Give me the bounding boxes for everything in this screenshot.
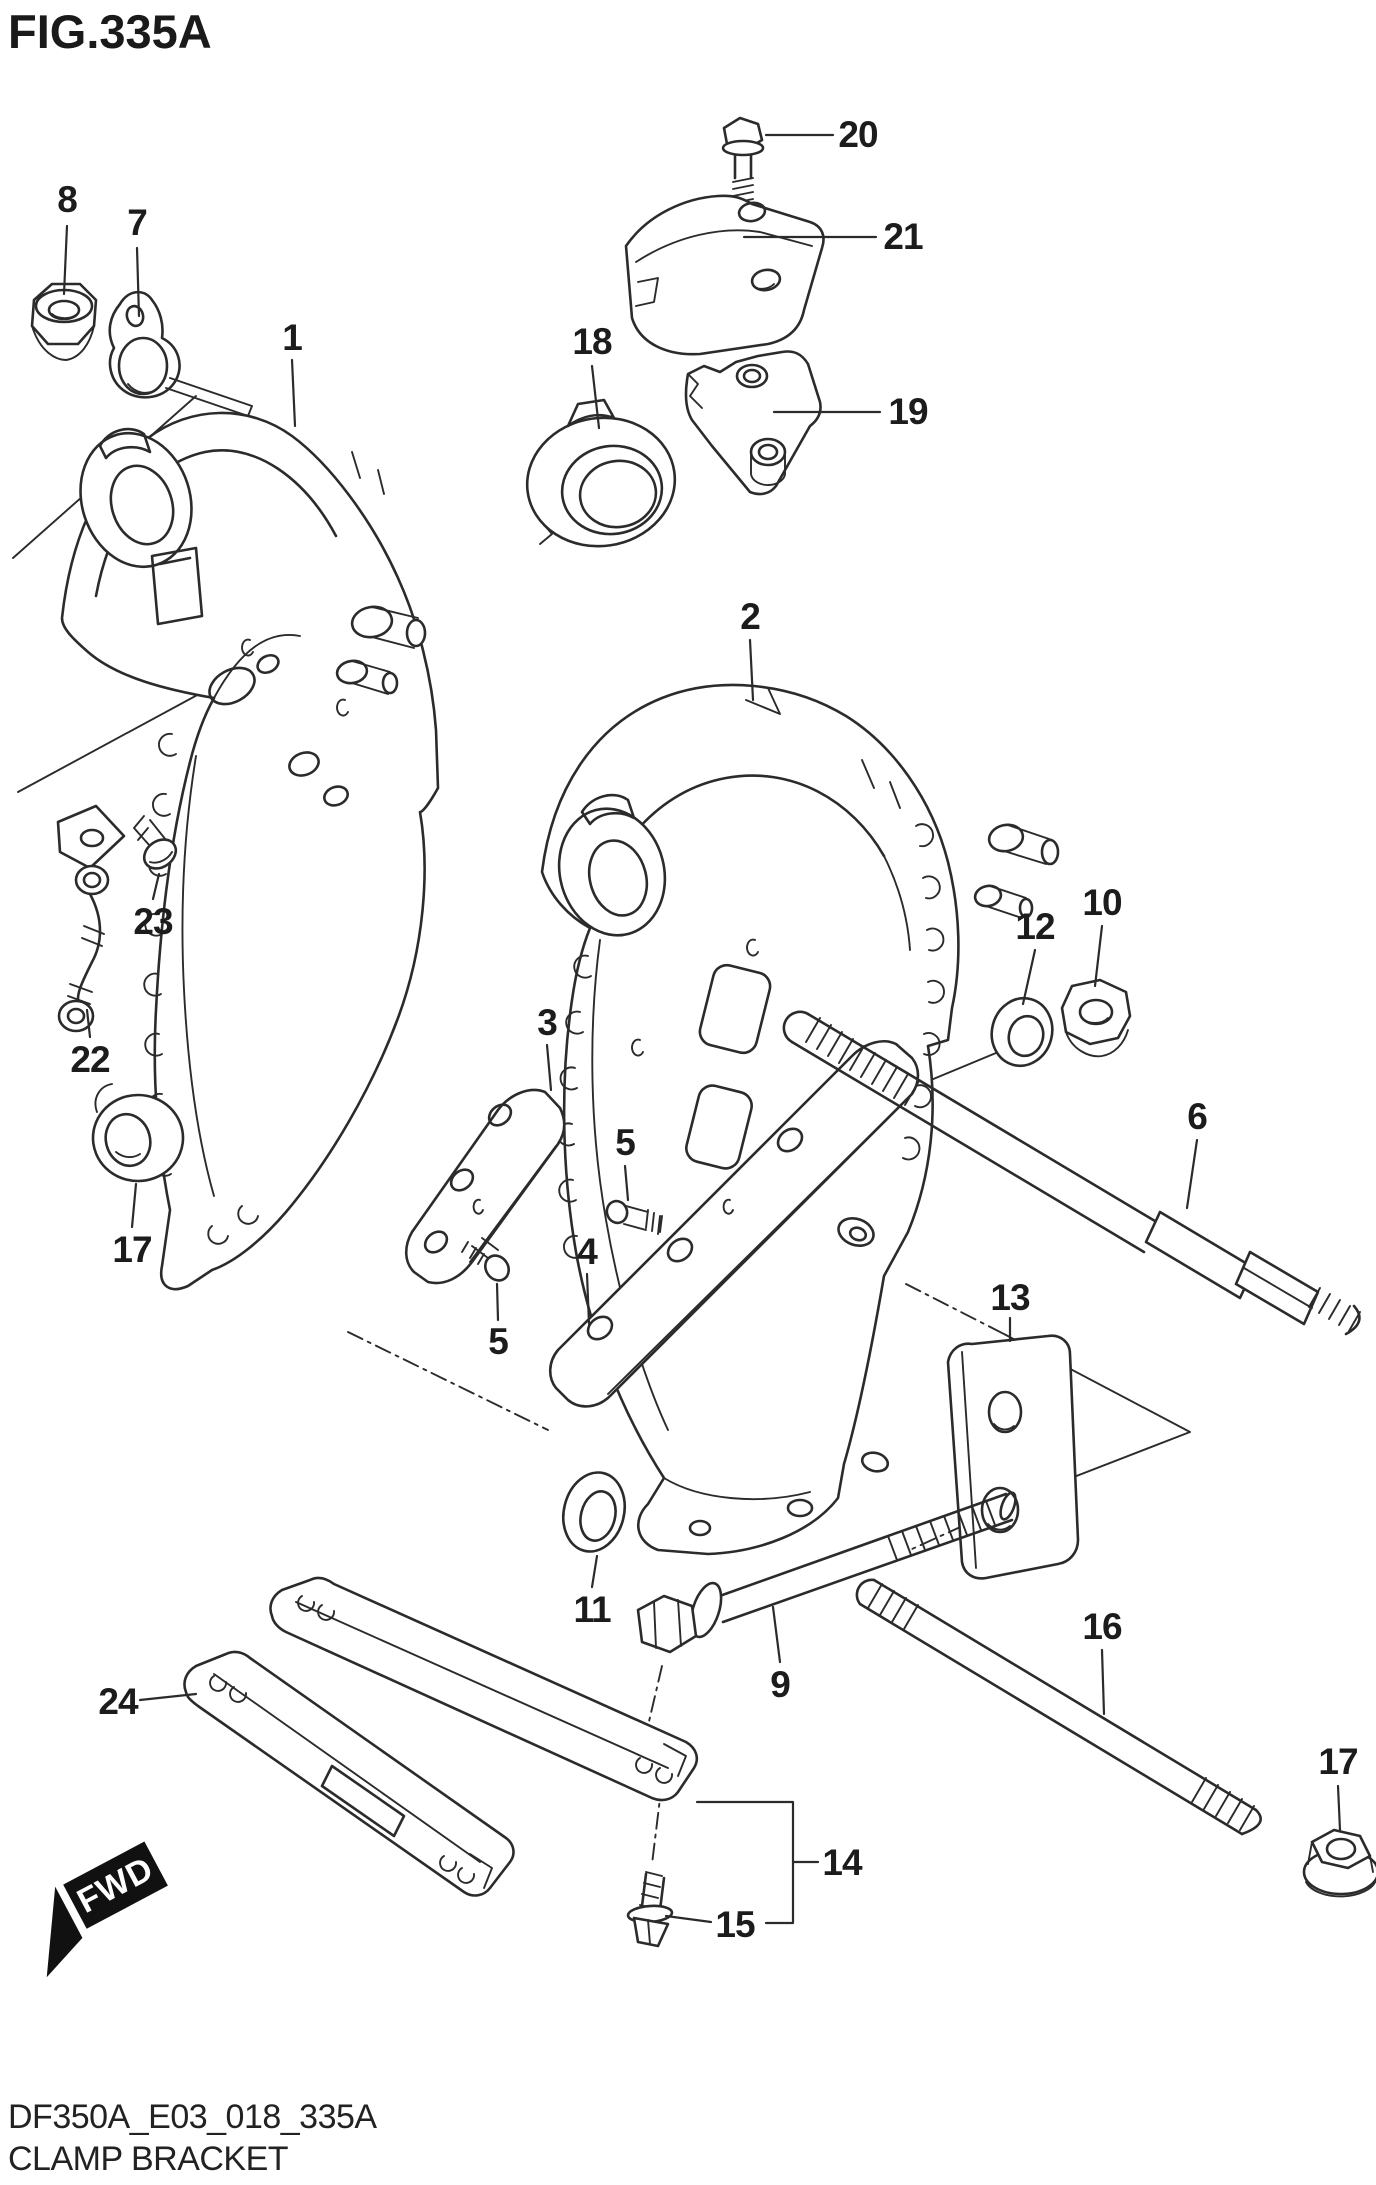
- figure-title: FIG.335A: [8, 5, 212, 58]
- part-label-5-lower: 5: [488, 1321, 509, 1362]
- part-label-23: 23: [133, 901, 173, 942]
- nut-10: [1060, 978, 1132, 1058]
- drawing-code: DF350A_E03_018_335A: [8, 2098, 377, 2136]
- wear-plate-3: [404, 1088, 566, 1285]
- part-label-20: 20: [838, 114, 878, 155]
- screw-5-upper: [605, 1199, 663, 1235]
- ground-wire-22: [57, 864, 110, 1033]
- part-label-4: 4: [577, 1231, 598, 1272]
- mount-plate-19: [684, 350, 822, 496]
- bracket-cover-21: [624, 194, 825, 356]
- part-label-2: 2: [740, 596, 761, 637]
- part-label-11: 11: [573, 1589, 611, 1630]
- part-label-9: 9: [770, 1664, 791, 1705]
- clamp-bolt-9: [636, 1491, 1017, 1654]
- part-label-1: 1: [282, 317, 303, 358]
- part-label-13: 13: [990, 1277, 1030, 1318]
- leader-lines: [62, 133, 1342, 1925]
- clamp-ring-18: [525, 398, 677, 548]
- part-label-15: 15: [715, 1904, 755, 1945]
- part-label-17-right: 17: [1318, 1741, 1358, 1782]
- part-label-8: 8: [57, 179, 78, 220]
- part-label-10: 10: [1082, 882, 1122, 923]
- lock-washer-7: [108, 290, 253, 417]
- thrust-plate-13: [946, 1334, 1080, 1580]
- part-label-18: 18: [572, 321, 612, 362]
- screw-23: [133, 815, 178, 870]
- clamp-bracket-left: [56, 411, 440, 1291]
- flange-nut-17-right: [1302, 1828, 1376, 1898]
- part-label-12: 12: [1015, 906, 1055, 947]
- wear-plate-4: [548, 1040, 920, 1408]
- part-label-14: 14: [822, 1842, 862, 1883]
- spacer-plate-upper: [269, 1576, 699, 1802]
- part-label-24: 24: [98, 1681, 138, 1722]
- tilt-rod-6: [782, 1010, 1361, 1336]
- nut-8: [30, 282, 98, 361]
- grommet-17-left: [91, 1083, 185, 1183]
- fwd-panel: [63, 1841, 168, 1929]
- spacer-plate-24: [183, 1650, 515, 1897]
- part-label-6: 6: [1187, 1096, 1208, 1137]
- bolt-15: [626, 1871, 674, 1948]
- stud-rod-16: [855, 1578, 1262, 1836]
- part-label-19: 19: [888, 391, 928, 432]
- part-label-17-left: 17: [112, 1229, 152, 1270]
- part-label-5-upper: 5: [615, 1122, 636, 1163]
- part-label-21: 21: [883, 216, 923, 257]
- part-label-22: 22: [70, 1039, 110, 1080]
- part-label-7: 7: [127, 202, 148, 243]
- washer-12: [990, 996, 1054, 1068]
- fwd-arrow-icon: [46, 1886, 83, 1978]
- part-label-16: 16: [1082, 1606, 1122, 1647]
- screw-5-lower: [461, 1237, 510, 1282]
- drawing-caption: CLAMP BRACKET: [8, 2140, 289, 2178]
- part-label-3: 3: [537, 1002, 558, 1043]
- washer-11: [562, 1471, 626, 1553]
